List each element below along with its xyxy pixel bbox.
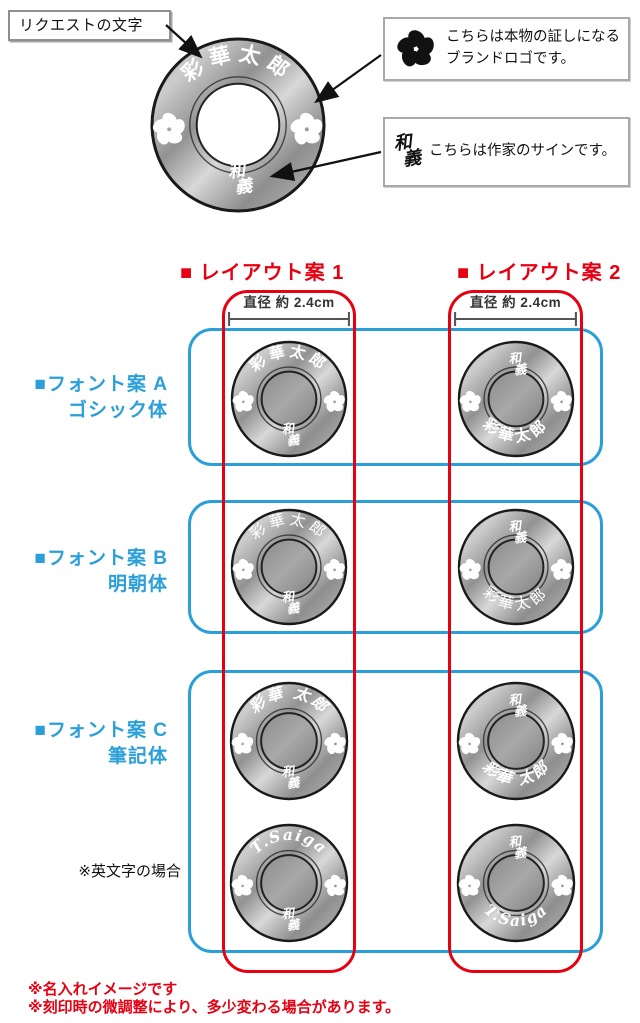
layout1-diameter-label: 直径 約 2.4cm (243, 295, 335, 310)
svg-text:和 義: 和 義 (281, 420, 302, 449)
artist-signature-callout-text: こちらは作家のサインです。 (429, 143, 617, 160)
layout2-frame (448, 290, 583, 973)
layout1-header: ■ レイアウト案 1 (180, 262, 345, 284)
disc-english-layout1: T.Saiga 和 義 (229, 823, 349, 943)
font-b-label: ■フォント案 B 明朝体 (34, 548, 168, 595)
disc-a-layout2: 彩華太郎 和 義 (457, 340, 575, 458)
sample-disc: 彩華太郎 和 義 (150, 37, 326, 213)
font-a-label: ■フォント案 A ゴシック体 (34, 374, 168, 421)
artist-signature-callout: 和義 こちらは作家のサインです。 (383, 117, 630, 187)
svg-text:和 義: 和 義 (508, 691, 529, 720)
font-c-label: ■フォント案 C 筆記体 (34, 720, 168, 767)
brand-logo-callout-text: こちらは本物の証しになる ブランドロゴです。 (446, 29, 620, 67)
layout2-diameter: 直径 約 2.4cm (453, 291, 578, 327)
svg-text:和 義: 和 義 (508, 517, 529, 546)
brand-logo-callout: こちらは本物の証しになる ブランドロゴです。 (383, 17, 630, 81)
layout2-dimension-line (454, 312, 577, 326)
svg-text:和 義: 和 義 (281, 588, 302, 617)
layout1-diameter: 直径 約 2.4cm (227, 291, 351, 327)
footnotes: ※名入れイメージです ※刻印時の微調整により、多少変わる場合があります。 (28, 981, 400, 1016)
layout2-diameter-label: 直径 約 2.4cm (469, 295, 562, 310)
disc-a-layout1: 彩華太郎 和 義 (230, 340, 348, 458)
font-a-frame (188, 328, 603, 466)
brand-pinwheel-logo-icon (395, 28, 437, 70)
artist-signature-icon: 和義 (392, 131, 423, 171)
english-case-note: ※英文字の場合 (78, 863, 181, 880)
footnote-2: ※刻印時の微調整により、多少変わる場合があります。 (28, 998, 401, 1016)
disc-c-layout1: 彩華 太郎 和 義 (229, 681, 349, 801)
layout1-frame (222, 290, 356, 973)
svg-text:和 義: 和 義 (227, 160, 255, 199)
request-text-label-text: リクエストの文字 (19, 17, 144, 34)
svg-text:和 義: 和 義 (508, 349, 529, 378)
disc-c-layout2: 彩華 太郎 和 義 (456, 681, 576, 801)
svg-text:和 義: 和 義 (508, 833, 529, 862)
request-text-label: リクエストの文字 (8, 10, 171, 41)
disc-english-layout2: T.Saiga 和 義 (456, 823, 576, 943)
font-c-frame (188, 670, 603, 953)
disc-b-layout1: 彩華太郎 和 義 (230, 508, 348, 626)
layout2-header: ■ レイアウト案 2 (457, 262, 622, 284)
layout1-dimension-line (228, 312, 350, 326)
svg-text:和 義: 和 義 (281, 763, 302, 792)
font-b-frame (188, 500, 603, 634)
svg-text:和 義: 和 義 (281, 905, 302, 934)
disc-b-layout2: 彩華太郎 和 義 (457, 508, 575, 626)
footnote-1: ※名入れイメージです (28, 981, 178, 998)
